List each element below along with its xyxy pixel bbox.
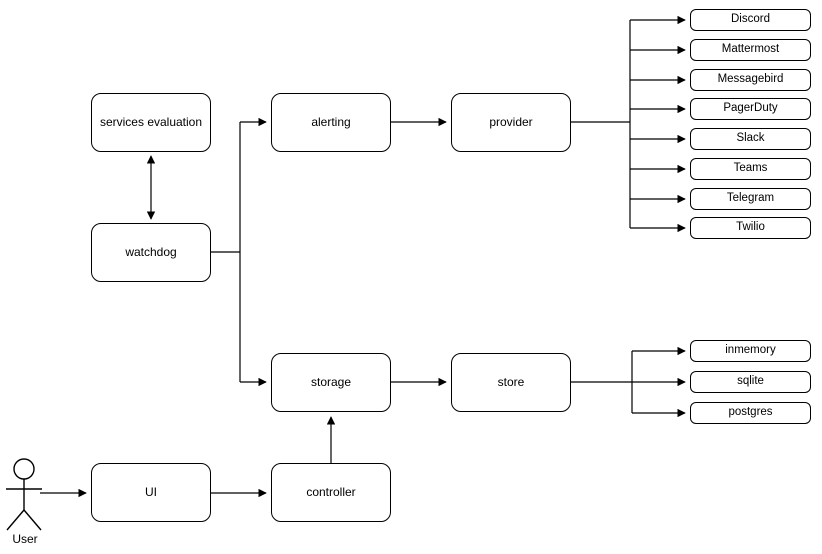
node-discord[interactable]: Discord [690,9,811,31]
node-ui[interactable]: UI [91,463,211,522]
node-slack[interactable]: Slack [690,128,811,150]
node-alerting[interactable]: alerting [271,93,391,152]
node-telegram[interactable]: Telegram [690,188,811,210]
node-store[interactable]: store [451,353,571,412]
node-messagebird[interactable]: Messagebird [690,69,811,91]
node-mattermost[interactable]: Mattermost [690,39,811,61]
node-controller[interactable]: controller [271,463,391,522]
node-storage[interactable]: storage [271,353,391,412]
user-actor-label: User [12,532,38,546]
node-inmemory[interactable]: inmemory [690,340,811,362]
node-pagerduty[interactable]: PagerDuty [690,98,811,120]
node-twilio[interactable]: Twilio [690,217,811,239]
stick-figure-actor-icon [6,458,42,531]
node-services-evaluation[interactable]: services evaluation [91,93,211,152]
node-postgres[interactable]: postgres [690,402,811,424]
node-watchdog[interactable]: watchdog [91,223,211,282]
node-provider[interactable]: provider [451,93,571,152]
node-sqlite[interactable]: sqlite [690,371,811,393]
node-teams[interactable]: Teams [690,158,811,180]
